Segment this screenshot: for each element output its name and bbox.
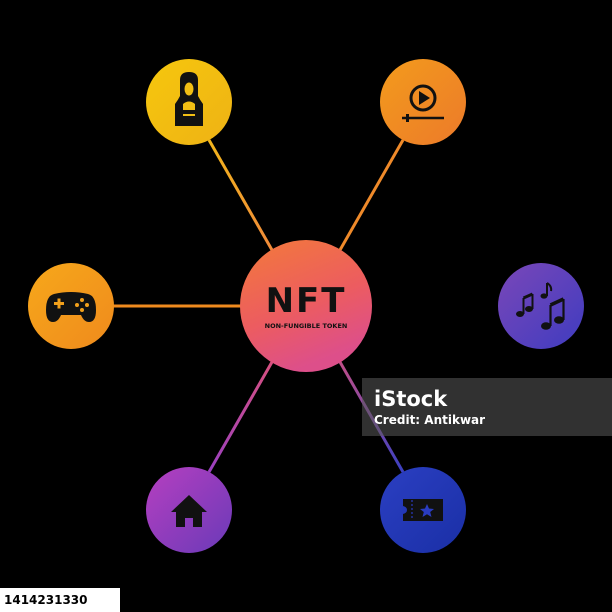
ticket-star-icon bbox=[403, 499, 443, 521]
node-video bbox=[380, 59, 466, 145]
center-subtitle: NON-FUNGIBLE TOKEN bbox=[265, 322, 348, 330]
center-title: NFT bbox=[266, 281, 347, 321]
photo-credit: Credit: Antikwar bbox=[374, 412, 486, 427]
video-play-icon bbox=[402, 84, 444, 122]
node-music bbox=[498, 263, 584, 349]
stock-logo: iStock bbox=[374, 386, 448, 411]
connector-art bbox=[207, 139, 274, 251]
house-icon bbox=[171, 495, 207, 527]
gamepad-icon bbox=[46, 292, 96, 322]
connector-video bbox=[338, 139, 405, 251]
center-node bbox=[240, 240, 372, 372]
node-art bbox=[146, 59, 232, 145]
connector-property bbox=[207, 361, 274, 473]
node-property bbox=[146, 467, 232, 553]
node-game bbox=[28, 263, 114, 349]
image-id-label: 1414231330 bbox=[0, 588, 120, 612]
stock-watermark: iStock Credit: Antikwar bbox=[362, 378, 612, 436]
mona-lisa-icon bbox=[175, 72, 203, 126]
music-notes-icon bbox=[516, 282, 565, 330]
node-ticket bbox=[380, 467, 466, 553]
